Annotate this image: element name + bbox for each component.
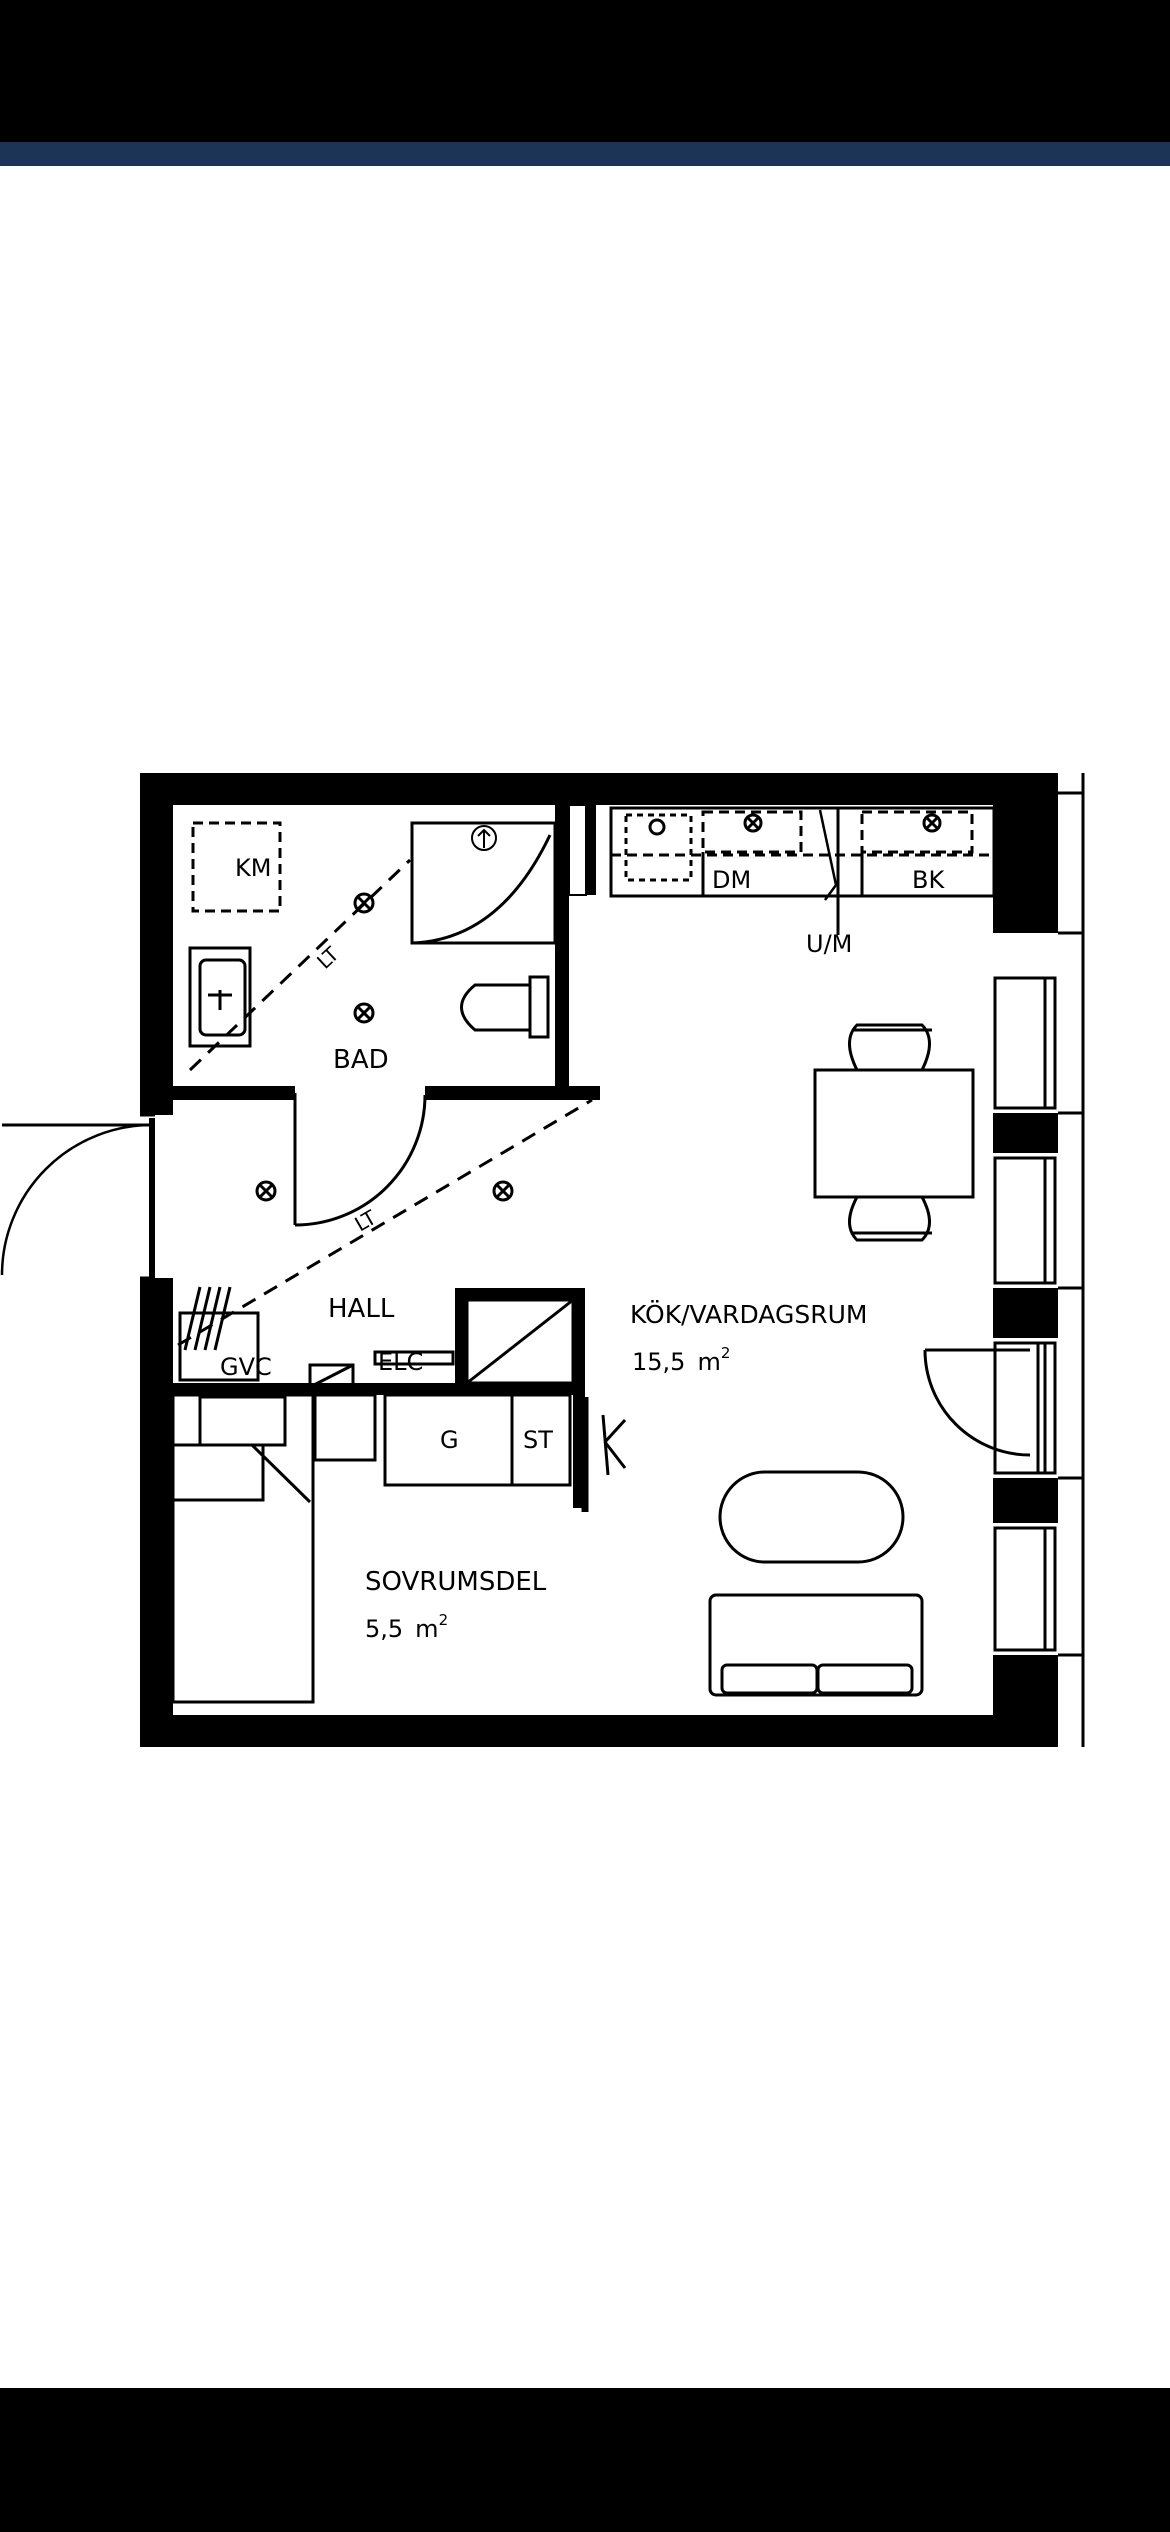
ceiling-light-icons xyxy=(255,892,514,1202)
room-label-bad: BAD xyxy=(333,1045,389,1075)
sovrum-area-unit: m xyxy=(415,1615,438,1643)
kok-area-value: 15,5 xyxy=(632,1348,685,1376)
dining-set xyxy=(813,1023,975,1242)
room-area-kok: 15,5 m2 xyxy=(632,1344,730,1376)
room-label-hall: HALL xyxy=(328,1294,395,1324)
room-area-sovrum: 5,5 m2 xyxy=(365,1611,448,1643)
shower-head-icon xyxy=(471,825,497,851)
label-elc: ELC xyxy=(378,1348,423,1376)
kok-area-unit: m xyxy=(697,1348,720,1376)
window-ticks xyxy=(1058,791,1083,1657)
label-dm: DM xyxy=(712,866,751,894)
kok-area-exponent: 2 xyxy=(721,1344,731,1362)
navigation-bar xyxy=(0,2388,1170,2532)
windows xyxy=(993,976,1057,1652)
sovrum-area-exponent: 2 xyxy=(439,1611,449,1629)
outer-walls xyxy=(140,773,1058,1747)
living-furniture xyxy=(708,1470,924,1697)
label-gvc: GVC xyxy=(220,1353,272,1381)
label-um: U/M xyxy=(806,930,852,958)
room-label-sovrumsdel: SOVRUMSDEL xyxy=(365,1567,547,1597)
room-label-kok-vardagsrum: KÖK/VARDAGSRUM xyxy=(630,1300,867,1329)
header-accent-bar xyxy=(0,142,1170,166)
label-g: G xyxy=(440,1426,459,1454)
sovrum-area-value: 5,5 xyxy=(365,1615,403,1643)
appliance-icons xyxy=(743,813,942,833)
doors xyxy=(0,1093,1031,1457)
label-st: ST xyxy=(523,1426,553,1454)
label-bk: BK xyxy=(912,866,945,894)
bedroom-furniture xyxy=(171,1393,627,1704)
bathroom xyxy=(177,821,593,1347)
label-km: KM xyxy=(235,854,271,882)
kitchen-counter xyxy=(609,806,996,935)
label-lt-bath: LT xyxy=(312,942,344,974)
hall-storage xyxy=(178,1286,575,1389)
status-bar xyxy=(0,0,1170,142)
